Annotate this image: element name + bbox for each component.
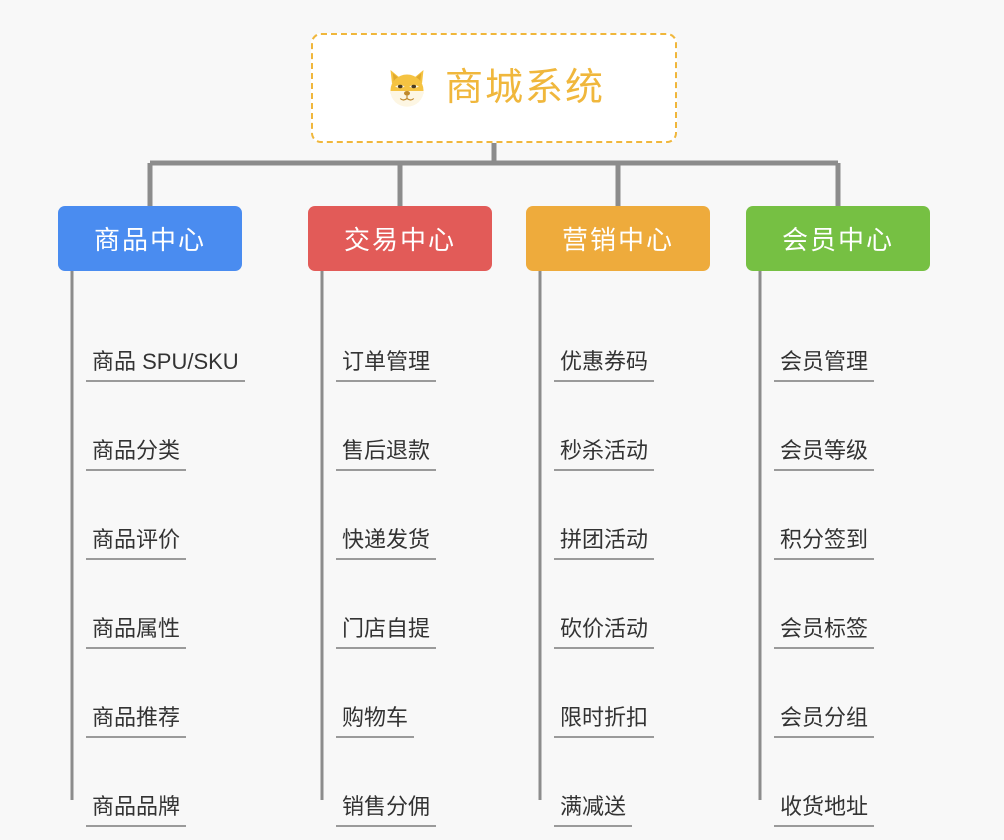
leaf-item[interactable]: 商品属性: [58, 560, 242, 649]
leaf-item[interactable]: 会员等级: [746, 382, 930, 471]
leaf-item-label: 满减送: [554, 794, 633, 827]
leaf-item-label: 商品推荐: [86, 705, 187, 738]
leaf-item[interactable]: 购物车: [308, 649, 492, 738]
leaf-item[interactable]: 限时折扣: [526, 649, 710, 738]
shiba-dog-face-icon: [383, 64, 431, 112]
leaf-item[interactable]: 满减送: [526, 738, 710, 827]
leaf-list: 优惠券码秒杀活动拼团活动砍价活动限时折扣满减送: [526, 271, 710, 827]
category-column: 商品中心商品 SPU/SKU 商品分类商品评价商品属性商品推荐商品品牌: [58, 206, 245, 827]
leaf-item[interactable]: 会员分组: [746, 649, 930, 738]
leaf-item[interactable]: 会员标签: [746, 560, 930, 649]
leaf-item-label: 会员分组: [774, 705, 875, 738]
leaf-item[interactable]: 商品品牌: [58, 738, 242, 827]
leaf-item[interactable]: 快递发货: [308, 471, 492, 560]
leaf-item-label: 销售分佣: [336, 794, 437, 827]
category-box[interactable]: 会员中心: [746, 206, 930, 271]
category-box[interactable]: 营销中心: [526, 206, 710, 271]
leaf-item[interactable]: 门店自提: [308, 560, 492, 649]
leaf-item-label: 优惠券码: [554, 349, 655, 382]
leaf-item-label: 秒杀活动: [554, 438, 655, 471]
leaf-item-label: 收货地址: [774, 794, 875, 827]
leaf-item-label: 快递发货: [336, 527, 437, 560]
leaf-item[interactable]: 收货地址: [746, 738, 930, 827]
category-column: 交易中心订单管理售后退款快递发货门店自提购物车销售分佣: [308, 206, 492, 827]
leaf-item-label: 商品 SPU/SKU: [86, 349, 245, 382]
leaf-item-label: 商品品牌: [86, 794, 187, 827]
leaf-item-label: 会员等级: [774, 438, 875, 471]
leaf-item[interactable]: 商品分类: [58, 382, 242, 471]
category-title: 营销中心: [561, 225, 674, 255]
root-title: 商城系统: [444, 67, 605, 109]
leaf-item-label: 拼团活动: [554, 527, 655, 560]
category-title: 会员中心: [781, 225, 894, 255]
leaf-list: 订单管理售后退款快递发货门店自提购物车销售分佣: [308, 271, 492, 827]
category-column: 会员中心会员管理会员等级积分签到会员标签会员分组收货地址: [746, 206, 930, 827]
leaf-item[interactable]: 砍价活动: [526, 560, 710, 649]
leaf-item-label: 订单管理: [336, 349, 437, 382]
leaf-item[interactable]: 商品 SPU/SKU: [58, 293, 245, 382]
leaf-item[interactable]: 售后退款: [308, 382, 492, 471]
leaf-item-label: 积分签到: [774, 527, 875, 560]
leaf-item[interactable]: 销售分佣: [308, 738, 492, 827]
category-box[interactable]: 交易中心: [308, 206, 492, 271]
leaf-item[interactable]: 订单管理: [308, 293, 492, 382]
category-title: 交易中心: [343, 225, 456, 255]
leaf-item-label: 限时折扣: [554, 705, 655, 738]
leaf-item-label: 门店自提: [336, 616, 437, 649]
leaf-item[interactable]: 拼团活动: [526, 471, 710, 560]
leaf-item-label: 商品属性: [86, 616, 187, 649]
root-node[interactable]: 商城系统: [311, 33, 677, 143]
category-title: 商品中心: [93, 225, 206, 255]
leaf-item-label: 购物车: [336, 705, 415, 738]
leaf-item-label: 砍价活动: [554, 616, 655, 649]
leaf-item-label: 商品评价: [86, 527, 187, 560]
category-column: 营销中心优惠券码秒杀活动拼团活动砍价活动限时折扣满减送: [526, 206, 710, 827]
leaf-item[interactable]: 积分签到: [746, 471, 930, 560]
leaf-item-label: 会员标签: [774, 616, 875, 649]
leaf-item-label: 售后退款: [336, 438, 437, 471]
leaf-item[interactable]: 会员管理: [746, 293, 930, 382]
leaf-item[interactable]: 优惠券码: [526, 293, 710, 382]
leaf-item-label: 会员管理: [774, 349, 875, 382]
leaf-item-label: 商品分类: [86, 438, 187, 471]
leaf-list: 商品 SPU/SKU 商品分类商品评价商品属性商品推荐商品品牌: [58, 271, 245, 827]
leaf-item[interactable]: 商品推荐: [58, 649, 242, 738]
leaf-list: 会员管理会员等级积分签到会员标签会员分组收货地址: [746, 271, 930, 827]
leaf-item[interactable]: 秒杀活动: [526, 382, 710, 471]
category-box[interactable]: 商品中心: [58, 206, 242, 271]
leaf-item[interactable]: 商品评价: [58, 471, 242, 560]
